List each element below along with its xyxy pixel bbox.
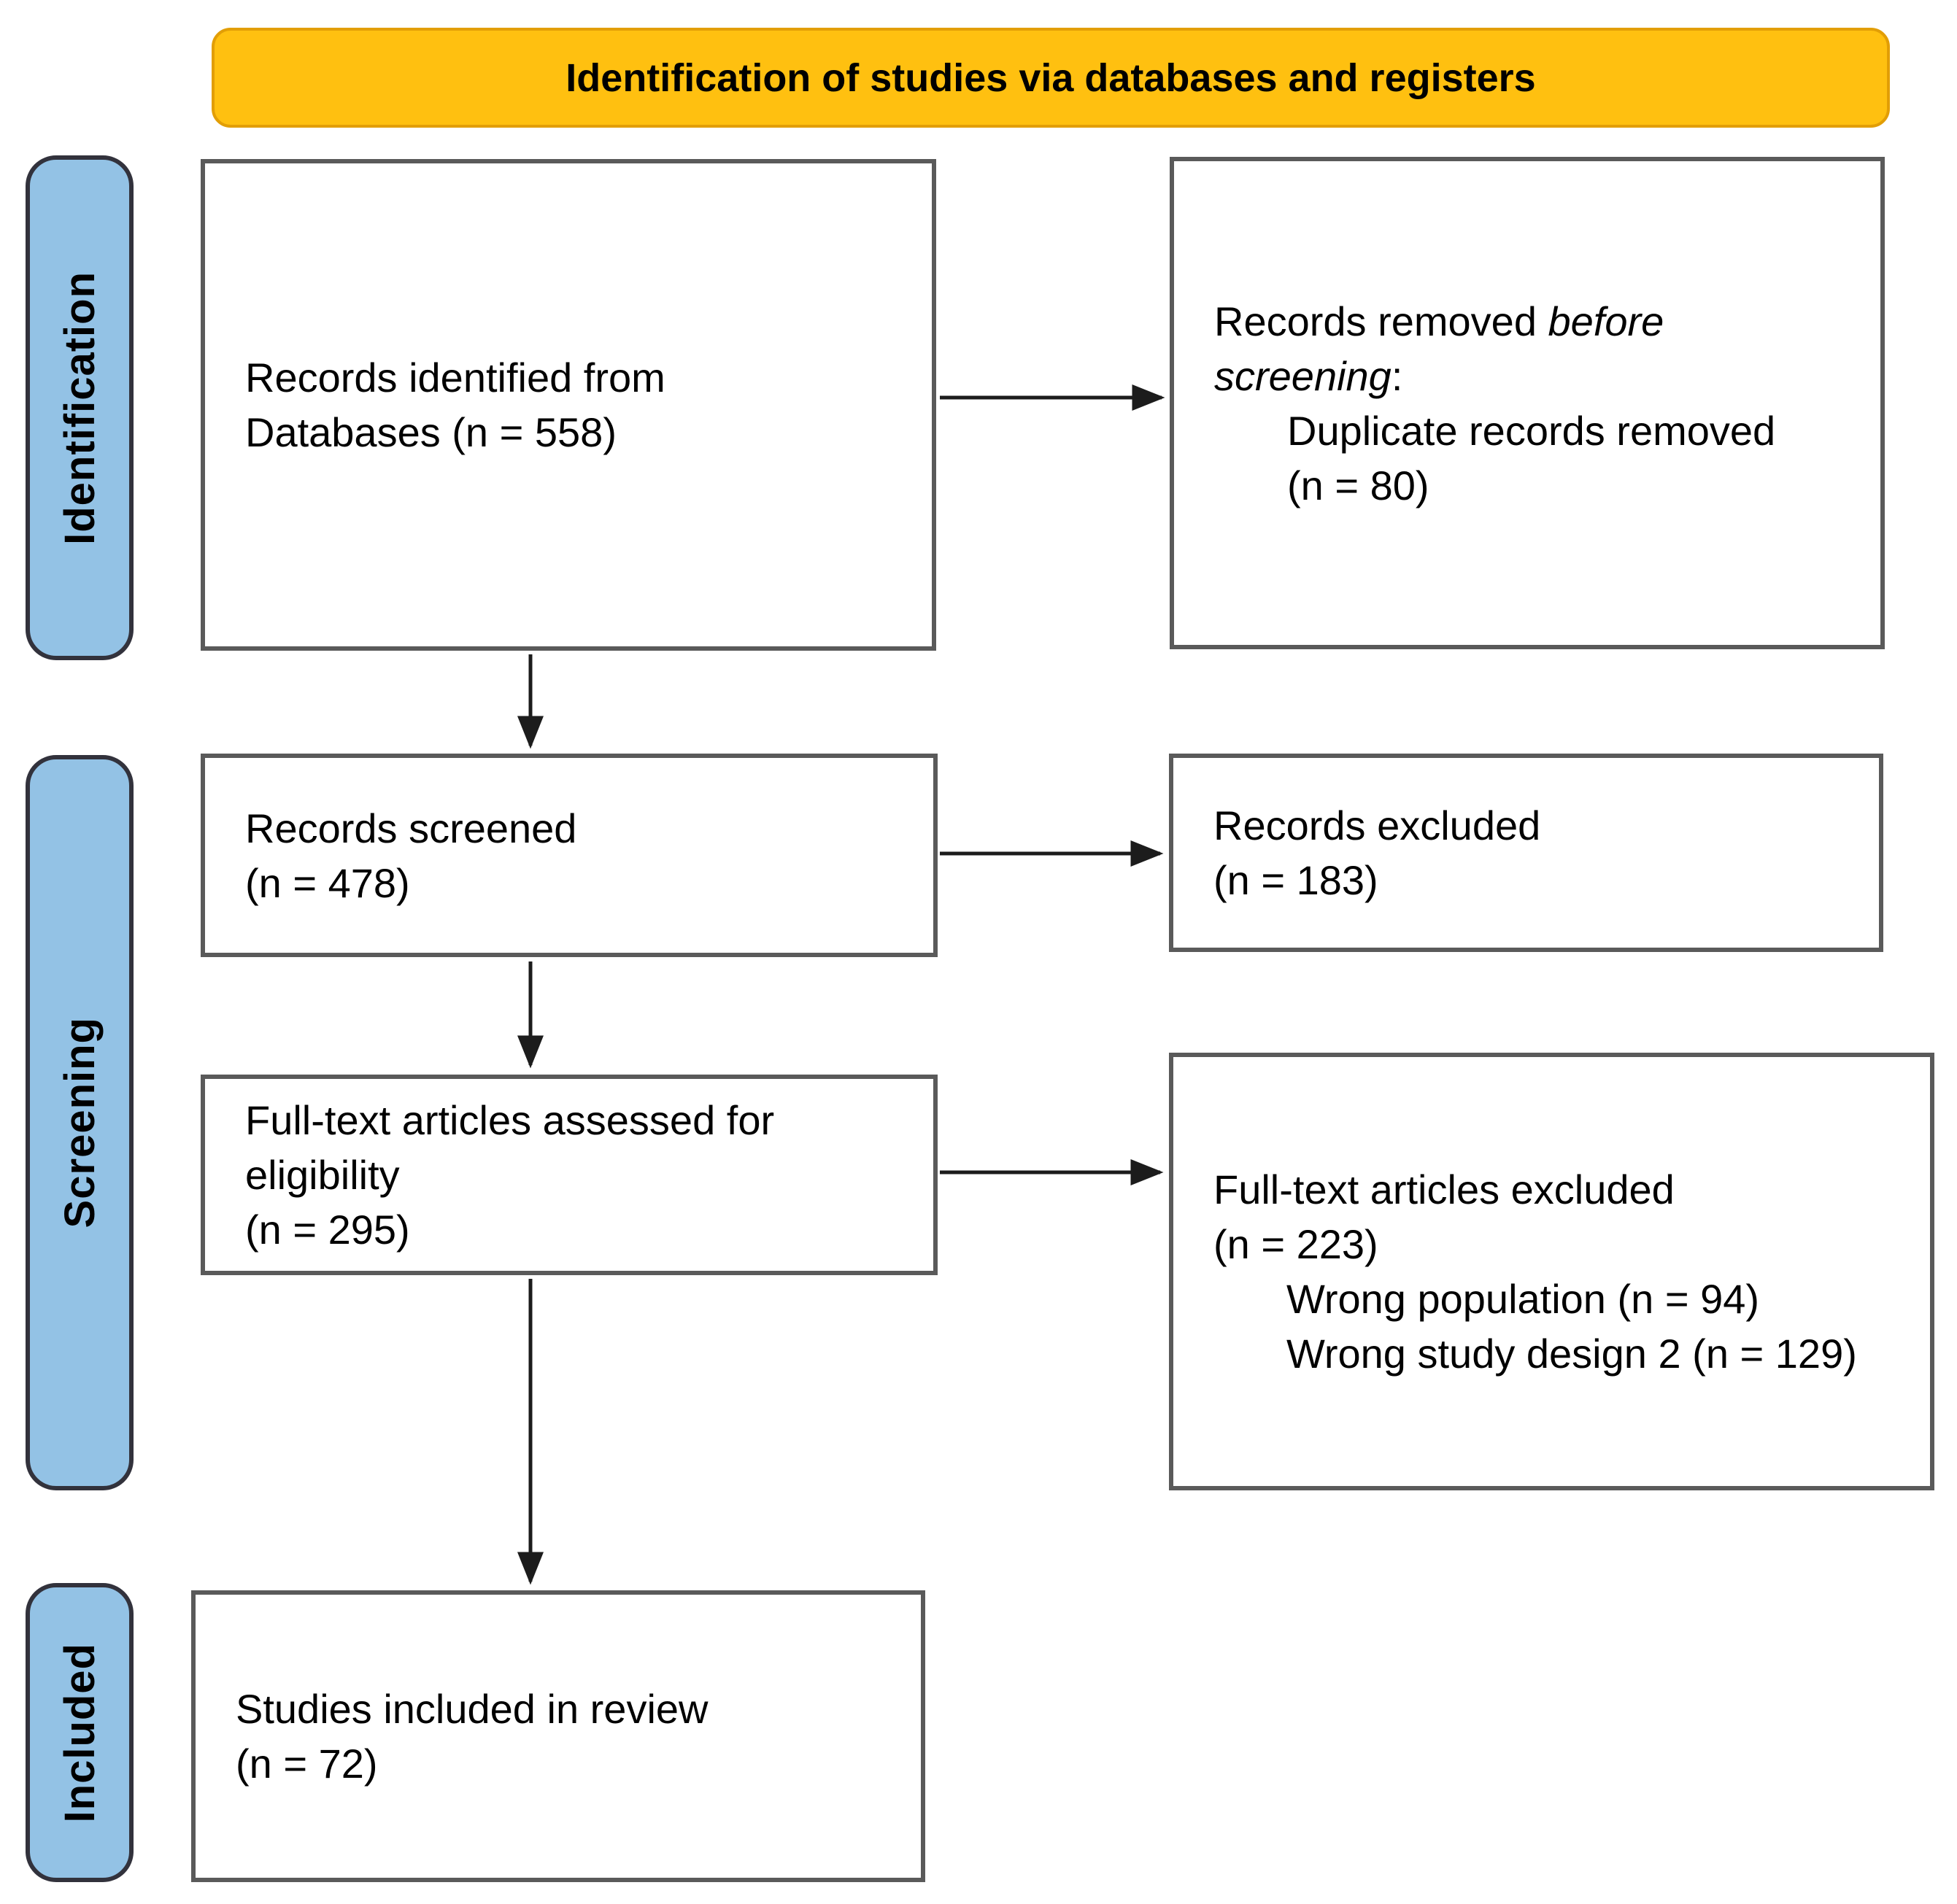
- stage-label-screening: Screening: [26, 755, 134, 1490]
- box-fulltext-assessed: Full-text articles assessed for eligibil…: [201, 1075, 938, 1275]
- box-line: eligibility: [245, 1152, 400, 1198]
- box-line: (n = 478): [245, 859, 410, 906]
- box-fulltext-excluded: Full-text articles excluded (n = 223) Wr…: [1169, 1053, 1934, 1490]
- box-line: Records excluded: [1213, 802, 1541, 848]
- box-line: Full-text articles excluded: [1213, 1166, 1675, 1212]
- box-line-indented: Duplicate records removed: [1287, 407, 1776, 454]
- diagram-title: Identification of studies via databases …: [566, 55, 1536, 100]
- box-line-indented: Wrong study design 2 (n = 129): [1286, 1331, 1857, 1377]
- box-line: (n = 223): [1213, 1221, 1378, 1267]
- box-records-excluded: Records excluded (n = 183): [1169, 754, 1883, 952]
- stage-label-included: Included: [26, 1583, 134, 1882]
- stage-label-text: Identification: [55, 271, 104, 545]
- box-records-screened: Records screened (n = 478): [201, 754, 938, 957]
- box-line: Records identified from: [245, 355, 665, 400]
- stage-label-identification: Identification: [26, 155, 134, 660]
- box-line: (n = 295): [245, 1207, 410, 1253]
- box-text-italic: screening: [1214, 352, 1391, 399]
- stage-label-text: Included: [55, 1642, 104, 1823]
- box-records-identified: Records identified from Databases (n = 5…: [201, 159, 936, 651]
- stage-label-text: Screening: [55, 1017, 104, 1228]
- box-text: Records removed: [1214, 298, 1548, 344]
- box-line: Studies included in review: [236, 1686, 709, 1732]
- box-line: Records removed before: [1214, 294, 1664, 349]
- box-records-removed-before-screening: Records removed before screening: Duplic…: [1170, 157, 1885, 649]
- diagram-title-banner: Identification of studies via databases …: [212, 28, 1890, 128]
- box-text-italic: before: [1548, 298, 1664, 344]
- box-line: (n = 183): [1213, 857, 1378, 903]
- box-line: Full-text articles assessed for: [245, 1097, 775, 1143]
- box-line-indented: Wrong population (n = 94): [1286, 1276, 1760, 1322]
- box-text: :: [1391, 352, 1403, 399]
- box-studies-included: Studies included in review (n = 72): [191, 1590, 925, 1882]
- box-line: Records screened: [245, 805, 577, 851]
- box-line: (n = 72): [236, 1741, 378, 1787]
- box-line: Databases (n = 558): [245, 409, 617, 455]
- box-line: screening:: [1214, 349, 1402, 403]
- box-line-indented: (n = 80): [1287, 462, 1429, 508]
